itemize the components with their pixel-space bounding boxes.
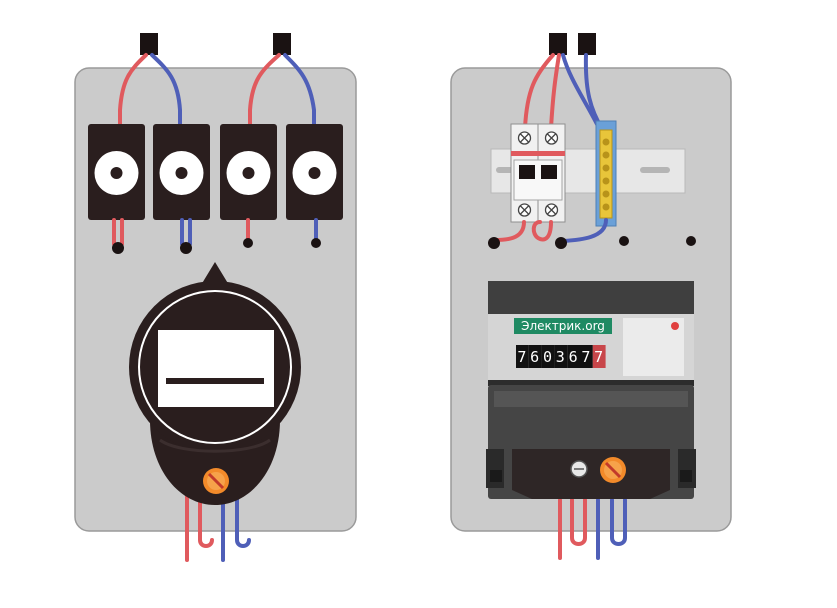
counter-digit-cell <box>567 345 580 368</box>
counter-digit: 7 <box>517 348 527 366</box>
old-meter-panel <box>74 33 357 562</box>
counter-digit: 3 <box>556 348 566 366</box>
lead-seal-icon <box>203 468 229 494</box>
terminal-dot <box>112 242 124 254</box>
terminal-dot <box>686 236 696 246</box>
counter-digit-cell <box>554 345 568 368</box>
fuse-holder <box>220 124 277 220</box>
counter-digit-cell <box>528 345 542 368</box>
phase-wire <box>118 53 148 132</box>
terminal-dot <box>555 237 567 249</box>
counter-digit-cell <box>592 345 606 368</box>
counter-digit: 6 <box>569 348 579 366</box>
neutral-busbar <box>595 120 617 227</box>
lead-seal-icon <box>600 457 626 483</box>
brand-badge <box>514 318 612 334</box>
circuit-breaker <box>510 123 566 223</box>
counter-digit-cell <box>541 345 555 368</box>
counter-digit-cell <box>580 345 593 368</box>
meter-window <box>158 330 274 407</box>
indicator-led <box>671 322 679 330</box>
terminal-cover <box>512 449 670 499</box>
induction-meter <box>129 262 301 505</box>
counter-digit: 0 <box>543 348 553 366</box>
counter-digit: 6 <box>530 348 540 366</box>
cable-gland <box>140 33 158 55</box>
cable-gland <box>273 33 291 55</box>
neutral-wire <box>283 53 316 132</box>
meter-top-cover <box>488 281 694 314</box>
counter-digit: 7 <box>594 348 604 366</box>
phase-wire <box>248 53 281 132</box>
terminal-dot <box>619 236 629 246</box>
brand-label: Электрик.org <box>521 319 605 333</box>
fuse-holder <box>88 124 145 220</box>
fuse-holder <box>286 124 343 220</box>
terminal-dot <box>243 238 253 248</box>
screw-icon <box>570 460 588 478</box>
terminal-dot <box>488 237 500 249</box>
screw-icon <box>517 131 559 217</box>
neutral-wire <box>150 53 182 132</box>
cable-gland <box>578 33 596 55</box>
fuse-holder <box>153 124 210 220</box>
terminal-dot <box>180 242 192 254</box>
counter-digit: 7 <box>581 348 591 366</box>
cable-gland <box>549 33 567 55</box>
terminal-dot <box>311 238 321 248</box>
counter-digit-cell <box>516 345 529 368</box>
